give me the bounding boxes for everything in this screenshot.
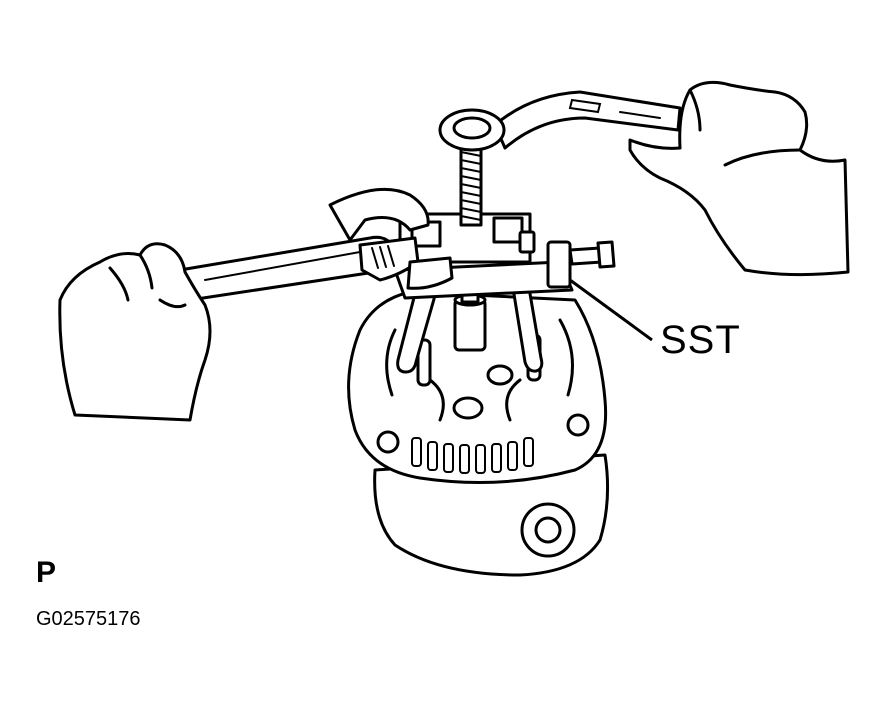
view-indicator-label: P <box>36 556 57 589</box>
adjustable-wrench <box>178 187 454 302</box>
left-hand <box>58 242 212 422</box>
figure-code-label: G02575176 <box>36 608 141 630</box>
right-hand <box>628 80 850 277</box>
box-wrench <box>438 90 682 152</box>
sst-leader-line <box>569 278 653 342</box>
sst-crossbar <box>393 212 616 300</box>
sst-callout-label: SST <box>660 318 741 362</box>
sst-puller-legs <box>396 280 544 374</box>
forcing-screw <box>459 143 483 227</box>
